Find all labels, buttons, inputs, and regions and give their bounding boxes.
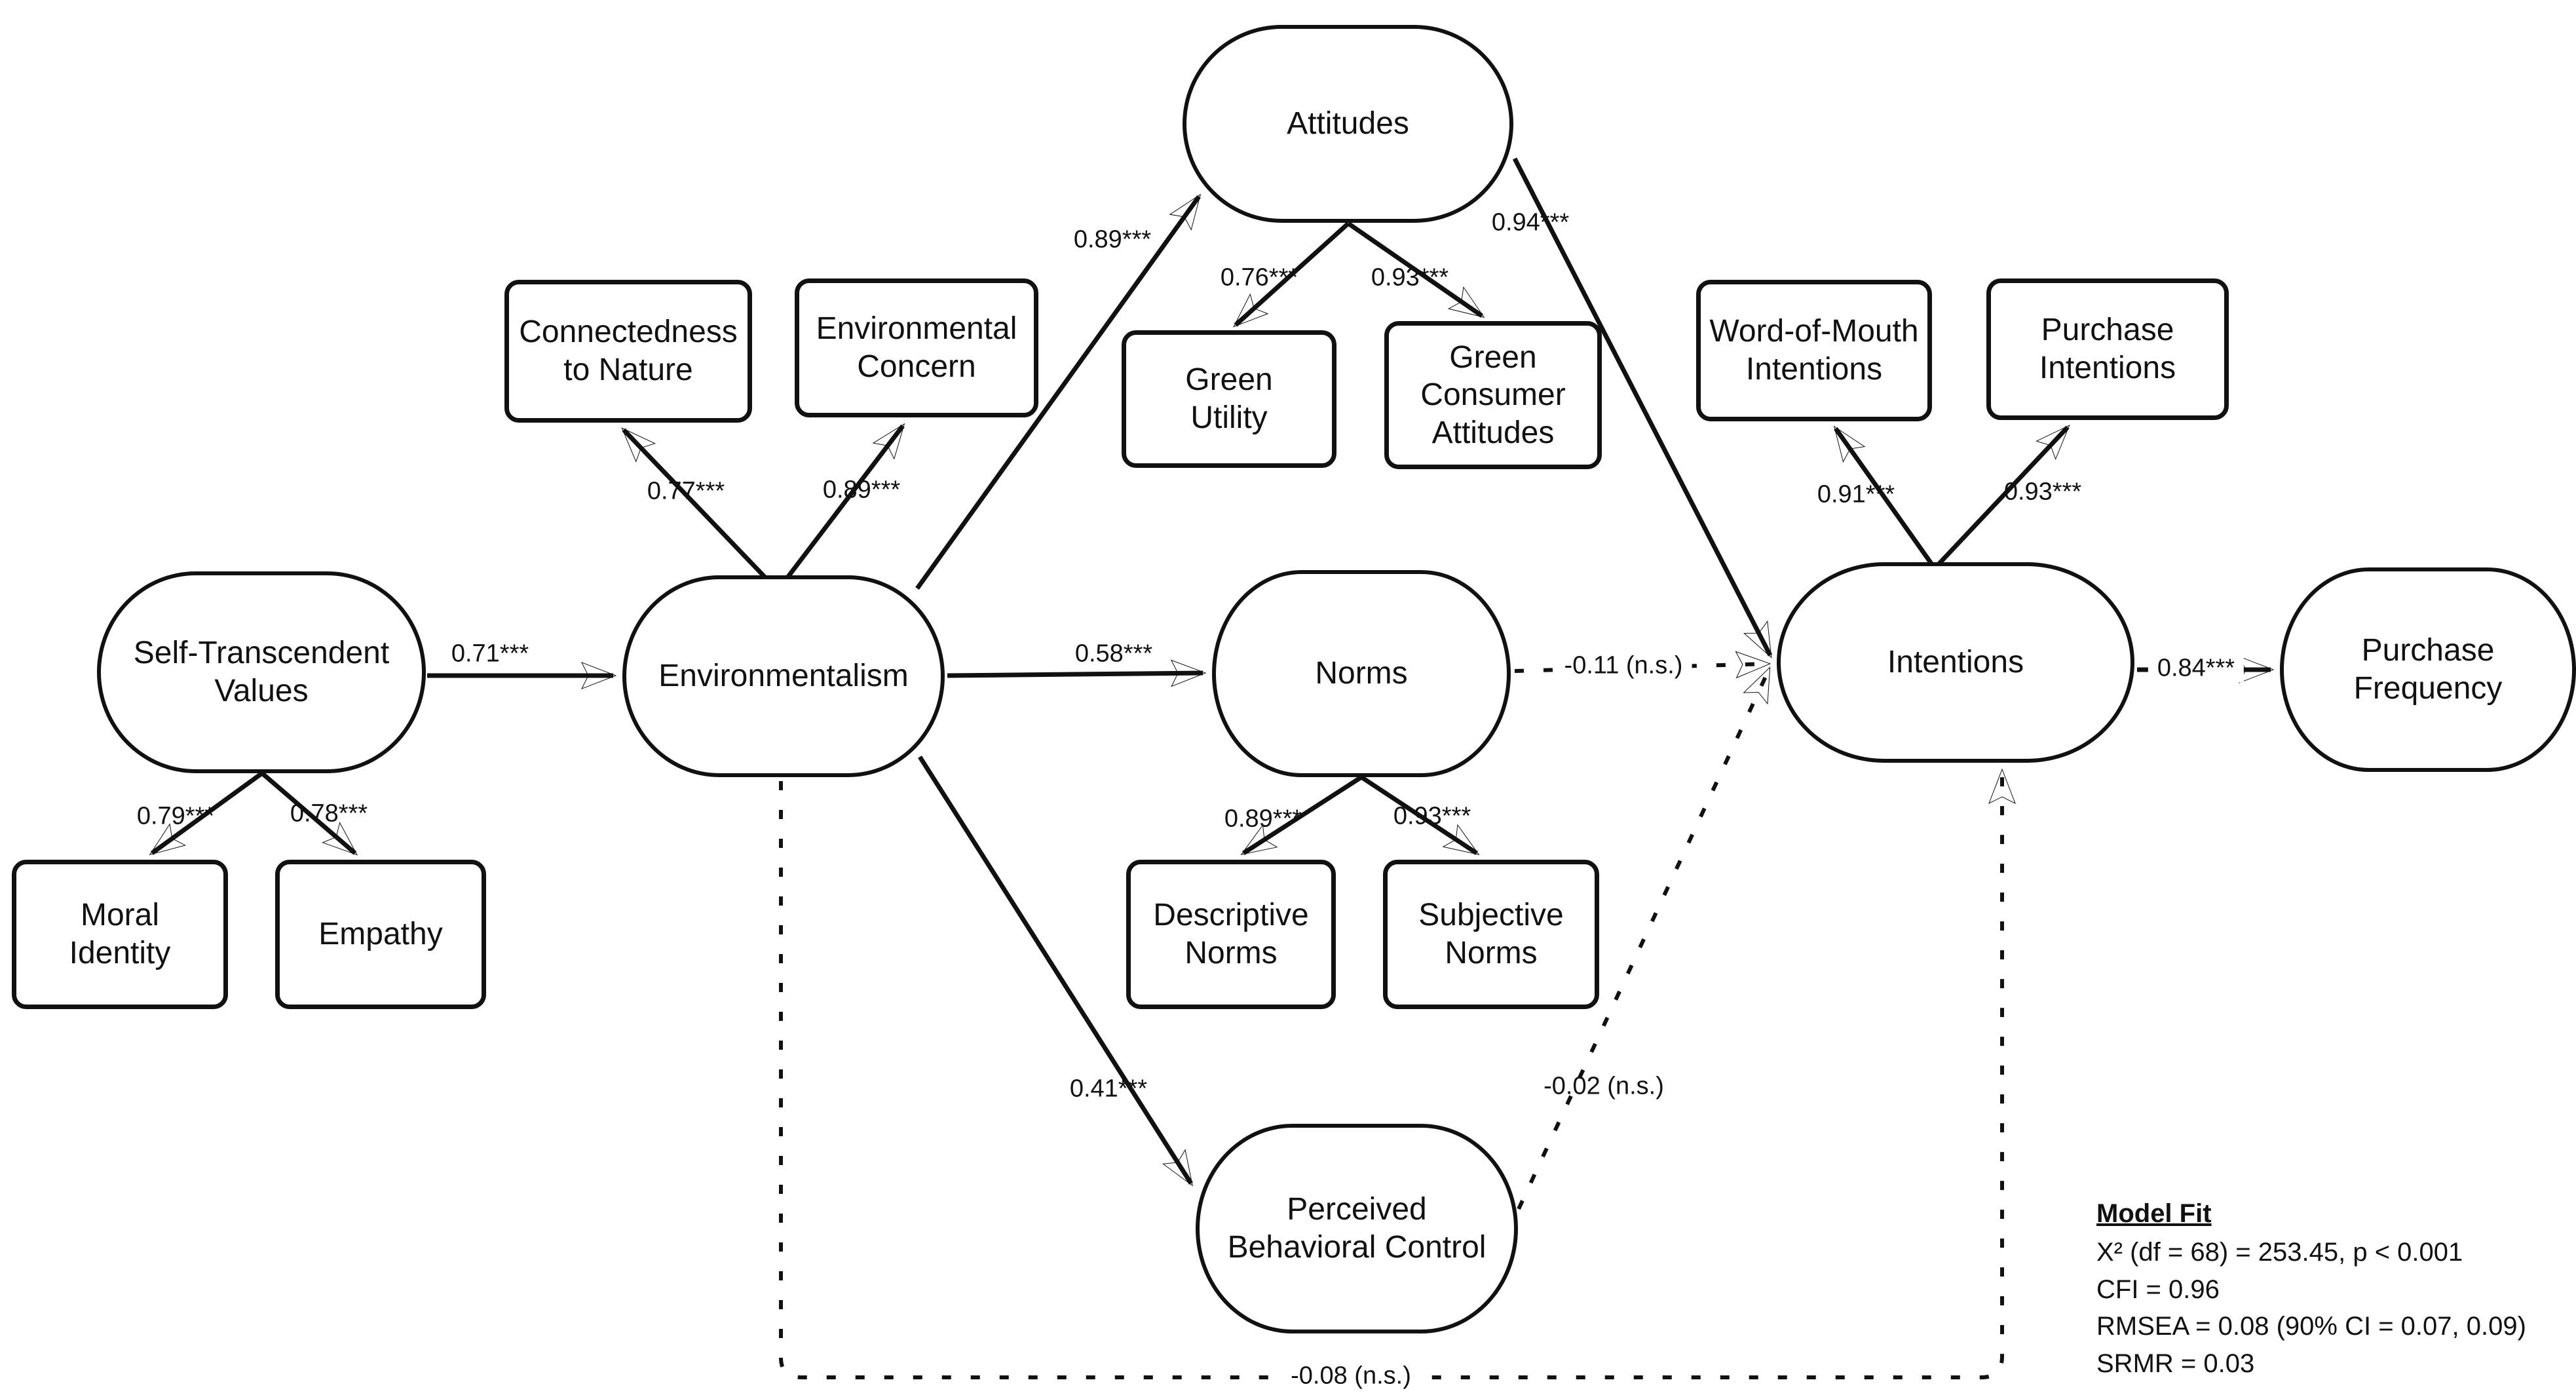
coef-attitudes-to-intentions: 0.94*** xyxy=(1491,208,1570,237)
arrow-attitudes-to-green-consumer-attitudes xyxy=(1347,221,1485,318)
coef-pbc-to-intentions: -0.02 (n.s.) xyxy=(1544,1072,1664,1100)
arrow-stv-to-empathy xyxy=(260,771,358,856)
node-moral-identity-label: Moral Identity xyxy=(69,898,171,970)
coef-norms-to-intentions: -0.11 (n.s.) xyxy=(1555,651,1692,680)
node-perceived-behavioral-control: Perceived Behavioral Control xyxy=(1196,1124,1518,1333)
node-subjective-norms-label: Subjective Norms xyxy=(1418,898,1564,970)
arrow-intentions-to-purchase-intentions xyxy=(1937,425,2070,565)
coef-environmentalism-to-norms: 0.58*** xyxy=(1074,640,1153,668)
arrow-norms-to-intentions-dashed xyxy=(1514,651,1771,679)
node-purchase-frequency-label: Purchase Frequency xyxy=(2353,633,2503,706)
node-norms-label: Norms xyxy=(1315,656,1408,691)
node-intentions: Intentions xyxy=(1777,562,2134,763)
coef-intentions-to-purchase-frequency: 0.84*** xyxy=(2148,654,2245,683)
coef-environmentalism-to-intentions: -0.08 (n.s.) xyxy=(1281,1362,1420,1390)
node-subjective-norms: Subjective Norms xyxy=(1383,860,1599,1009)
coef-intentions-to-purchase-intentions: 0.93*** xyxy=(2003,478,2082,506)
node-green-consumer-attitudes: Green Consumer Attitudes xyxy=(1384,321,1602,469)
node-empathy: Empathy xyxy=(275,860,486,1009)
node-moral-identity: Moral Identity xyxy=(12,860,228,1009)
node-green-consumer-attitudes-label: Green Consumer Attitudes xyxy=(1420,339,1566,450)
arrow-environmentalism-to-intentions-dashed xyxy=(779,768,2016,1379)
model-fit-summary: Model Fit X² (df = 68) = 253.45, p < 0.0… xyxy=(2096,1195,2526,1383)
node-environmentalism-label: Environmentalism xyxy=(658,659,909,694)
node-purchase-frequency: Purchase Frequency xyxy=(2280,567,2576,772)
node-intentions-label: Intentions xyxy=(1887,645,2024,680)
coef-environmentalism-to-concern: 0.89*** xyxy=(822,476,901,504)
node-word-of-mouth-intentions-label: Word-of-Mouth Intentions xyxy=(1709,314,1919,387)
node-perceived-behavioral-control-label: Perceived Behavioral Control xyxy=(1227,1192,1487,1265)
node-attitudes: Attitudes xyxy=(1183,25,1513,223)
node-green-utility-label: Green Utility xyxy=(1185,362,1273,435)
arrow-environmentalism-to-concern xyxy=(776,423,905,592)
arrow-pbc-to-intentions-dashed xyxy=(1517,666,1771,1210)
node-environmental-concern-label: Environmental Concern xyxy=(816,311,1017,384)
node-purchase-intentions-label: Purchase Intentions xyxy=(2039,313,2176,385)
coef-intentions-to-wom: 0.91*** xyxy=(1817,480,1895,508)
coef-attitudes-to-green-utility: 0.76*** xyxy=(1220,263,1298,292)
model-fit-title: Model Fit xyxy=(2096,1199,2212,1228)
coef-stv-to-empathy: 0.78*** xyxy=(290,799,368,828)
coef-stv-to-environmentalism: 0.71*** xyxy=(451,640,529,668)
arrow-environmentalism-to-norms xyxy=(947,659,1207,687)
node-self-transcendent-values-label: Self-Transcendent Values xyxy=(133,636,390,708)
coef-norms-to-descriptive-norms: 0.89*** xyxy=(1224,805,1302,833)
node-connectedness-to-nature-label: Connectedness to Nature xyxy=(519,315,738,387)
arrow-stv-to-moral-identity xyxy=(149,771,264,856)
node-connectedness-to-nature: Connectedness to Nature xyxy=(504,280,752,423)
node-word-of-mouth-intentions: Word-of-Mouth Intentions xyxy=(1696,280,1932,421)
node-green-utility: Green Utility xyxy=(1122,330,1336,468)
arrow-environmentalism-to-connectedness xyxy=(621,427,780,592)
coef-environmentalism-to-connectedness: 0.77*** xyxy=(647,477,725,505)
model-fit-srmr: SRMR = 0.03 xyxy=(2096,1349,2255,1379)
arrow-norms-to-descriptive-norms xyxy=(1240,775,1363,855)
model-fit-cfi: CFI = 0.96 xyxy=(2096,1274,2220,1304)
node-attitudes-label: Attitudes xyxy=(1287,106,1409,142)
node-norms: Norms xyxy=(1212,570,1511,777)
node-environmentalism: Environmentalism xyxy=(622,575,945,777)
arrow-intentions-to-wom xyxy=(1833,425,1933,565)
node-empathy-label: Empathy xyxy=(318,917,443,952)
arrow-environmentalism-to-attitudes xyxy=(915,193,1202,590)
coef-environmentalism-to-pbc: 0.41*** xyxy=(1069,1075,1148,1103)
node-self-transcendent-values: Self-Transcendent Values xyxy=(97,571,426,773)
model-fit-chi-square: X² (df = 68) = 253.45, p < 0.001 xyxy=(2096,1237,2463,1267)
model-fit-rmsea: RMSEA = 0.08 (90% CI = 0.07, 0.09) xyxy=(2096,1312,2526,1341)
node-purchase-intentions: Purchase Intentions xyxy=(1986,278,2229,420)
arrow-norms-to-subjective-norms xyxy=(1360,775,1480,855)
coef-norms-to-subjective-norms: 0.93*** xyxy=(1393,802,1471,830)
node-environmental-concern: Environmental Concern xyxy=(795,278,1038,417)
coef-attitudes-to-green-consumer-attitudes: 0.93*** xyxy=(1371,263,1449,292)
coef-stv-to-moral-identity: 0.79*** xyxy=(136,802,215,830)
node-descriptive-norms: Descriptive Norms xyxy=(1126,860,1336,1009)
arrow-attitudes-to-intentions xyxy=(1512,157,1773,659)
arrow-environmentalism-to-pbc xyxy=(918,756,1193,1187)
coef-environmentalism-to-attitudes: 0.89*** xyxy=(1073,225,1152,254)
node-descriptive-norms-label: Descriptive Norms xyxy=(1153,898,1309,970)
arrow-attitudes-to-green-utility xyxy=(1232,221,1350,328)
